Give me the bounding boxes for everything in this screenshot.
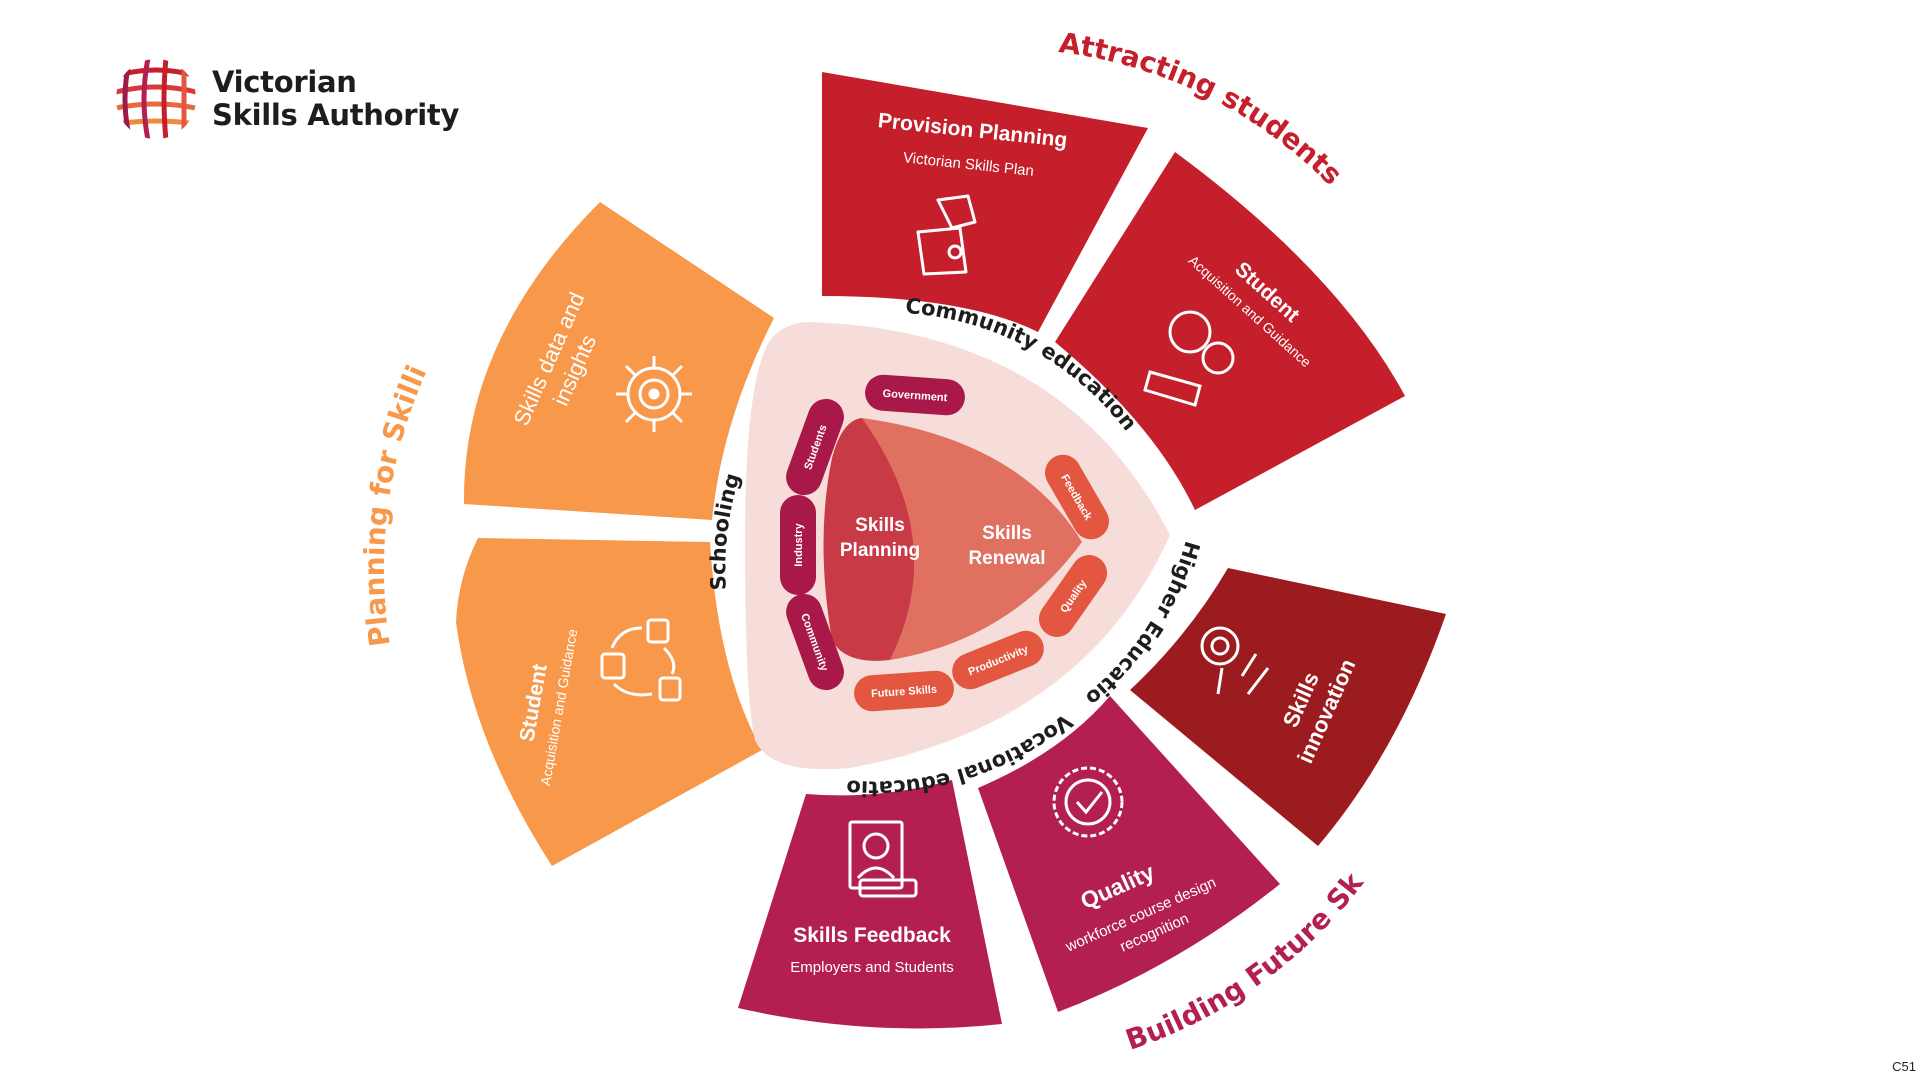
pill-label: Industry <box>793 522 805 566</box>
segment-student-red: Student Acquisition and Guidance <box>1055 152 1405 510</box>
skills-planning-label-1: Skills <box>855 515 905 536</box>
segment-shape <box>1130 568 1446 846</box>
logo-line-1: Victorian <box>212 65 357 99</box>
segment-skills-feedback: Skills Feedback Employers and Students <box>738 780 1002 1029</box>
pill-future-skills: Future Skills <box>854 670 954 712</box>
pill-students: Students <box>786 398 844 496</box>
pill-shape <box>854 670 954 712</box>
pill-quality: Quality <box>1038 555 1108 637</box>
category-planning-for-skilling: Planning for Skilling <box>0 0 433 649</box>
pill-shape <box>952 630 1044 690</box>
segment-skills-data: Skills data and insights <box>463 202 774 520</box>
segment-quality: Quality workforce course design recognit… <box>978 696 1280 1012</box>
pill-shape <box>780 495 816 595</box>
pill-industry: Industry <box>780 495 816 595</box>
pill-shape <box>1045 454 1109 540</box>
pill-shape <box>1038 555 1108 637</box>
segment-shape <box>1055 152 1405 510</box>
pill-shape <box>786 593 844 691</box>
network-target-icon <box>616 356 692 432</box>
pill-productivity: Productivity <box>952 630 1044 690</box>
logo-text: Victorian Skills Authority <box>212 66 459 132</box>
segment-shape <box>978 696 1280 1012</box>
segment-provision-planning: Provision Planning Victorian Skills Plan <box>822 72 1148 332</box>
segment-shape <box>822 72 1148 332</box>
gear-lightbulb-icon <box>1200 626 1270 695</box>
pill-label: Government <box>882 388 948 405</box>
pill-shape <box>786 398 844 496</box>
quality-badge-icon <box>1052 766 1124 838</box>
puzzle-icon <box>916 194 977 276</box>
segment-title: Skills Feedback <box>793 924 951 947</box>
category-planning-path: Planning for Skilling <box>0 0 433 649</box>
segment-skills-innovation: Skills innovation <box>1130 568 1446 846</box>
segment-shape <box>463 202 774 520</box>
segment-shape <box>456 538 762 866</box>
pill-shape <box>865 374 965 416</box>
skills-planning-shape <box>823 418 915 661</box>
skills-renewal-label-2: Renewal <box>968 548 1045 569</box>
students-icon <box>1143 310 1235 407</box>
pill-government: Government <box>865 374 965 416</box>
rating-person-icon <box>848 820 918 898</box>
segment-student-orange: Student Acquisition and Guidance <box>456 538 762 866</box>
skills-renewal-shape <box>862 418 1082 660</box>
skills-renewal-label-1: Skills <box>982 523 1032 544</box>
page-code: C51 <box>1892 1059 1916 1074</box>
segment-shape <box>738 780 1002 1029</box>
logo-mark <box>116 59 196 139</box>
logo-line-2: Skills Authority <box>212 98 460 132</box>
pill-label: Future Skills <box>871 684 938 701</box>
cycle-icon <box>600 618 682 702</box>
segment-subtitle: Employers and Students <box>790 959 953 976</box>
skills-planning-label-2: Planning <box>840 540 920 561</box>
